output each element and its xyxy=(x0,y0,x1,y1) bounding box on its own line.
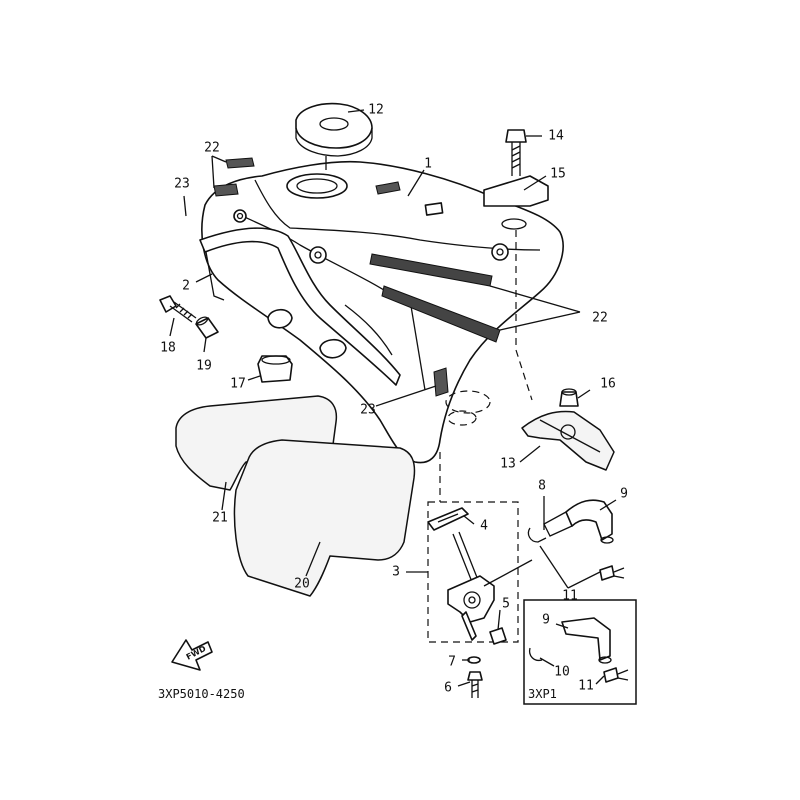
callout-22-right: 22 xyxy=(592,311,608,326)
callout-8: 8 xyxy=(538,479,546,494)
fuel-cap xyxy=(295,102,373,157)
callout-21: 21 xyxy=(212,511,228,526)
callout-10: 10 xyxy=(554,665,570,680)
clamp-11 xyxy=(599,565,625,581)
fuel-hose-9 xyxy=(543,499,614,544)
decal-stripes xyxy=(213,157,501,397)
callout-16: 16 xyxy=(600,377,616,392)
callout-13: 13 xyxy=(500,457,516,472)
damper-17 xyxy=(257,355,293,383)
part-code: 3XP5010-4250 xyxy=(158,687,245,701)
collar-16 xyxy=(559,388,579,407)
callout-11-main: 11 xyxy=(562,589,578,604)
collar-19 xyxy=(195,316,219,339)
fuel-cock-assembly xyxy=(427,501,533,698)
callout-11-inset: 11 xyxy=(578,679,594,694)
callout-23-left: 23 xyxy=(174,177,190,192)
inset-3xp1 xyxy=(523,599,637,705)
callout-14: 14 xyxy=(548,129,564,144)
tank-seal-strip xyxy=(199,227,401,386)
callout-7: 7 xyxy=(448,655,456,670)
leader-lines xyxy=(169,109,617,687)
inset-label: 3XP1 xyxy=(528,687,557,701)
callout-9-main: 9 xyxy=(620,487,628,502)
damper-clips xyxy=(267,308,347,359)
bolt-14 xyxy=(505,129,527,176)
callouts: 12 1 14 15 22 23 2 22 18 19 17 16 23 13 … xyxy=(160,103,628,696)
callout-22-top: 22 xyxy=(204,141,220,156)
bracket-15 xyxy=(483,175,549,230)
callout-23-center: 23 xyxy=(360,403,376,418)
callout-15: 15 xyxy=(550,167,566,182)
callout-2: 2 xyxy=(182,279,190,294)
side-cover-20 xyxy=(233,439,416,597)
callout-9-inset: 9 xyxy=(542,613,550,628)
callout-1: 1 xyxy=(424,157,432,172)
rear-mount-13 xyxy=(521,410,615,471)
callout-12: 12 xyxy=(368,103,384,118)
callout-3: 3 xyxy=(392,565,400,580)
callout-6: 6 xyxy=(444,681,452,696)
callout-17: 17 xyxy=(230,377,246,392)
clip-8 xyxy=(527,527,547,543)
callout-20: 20 xyxy=(294,577,310,592)
bolt-18 xyxy=(159,295,197,323)
callout-19: 19 xyxy=(196,359,212,374)
fwd-arrow-icon xyxy=(171,639,213,671)
fuel-tank xyxy=(201,160,564,464)
callout-4: 4 xyxy=(480,519,488,534)
callout-18: 18 xyxy=(160,341,176,356)
callout-5: 5 xyxy=(502,597,510,612)
